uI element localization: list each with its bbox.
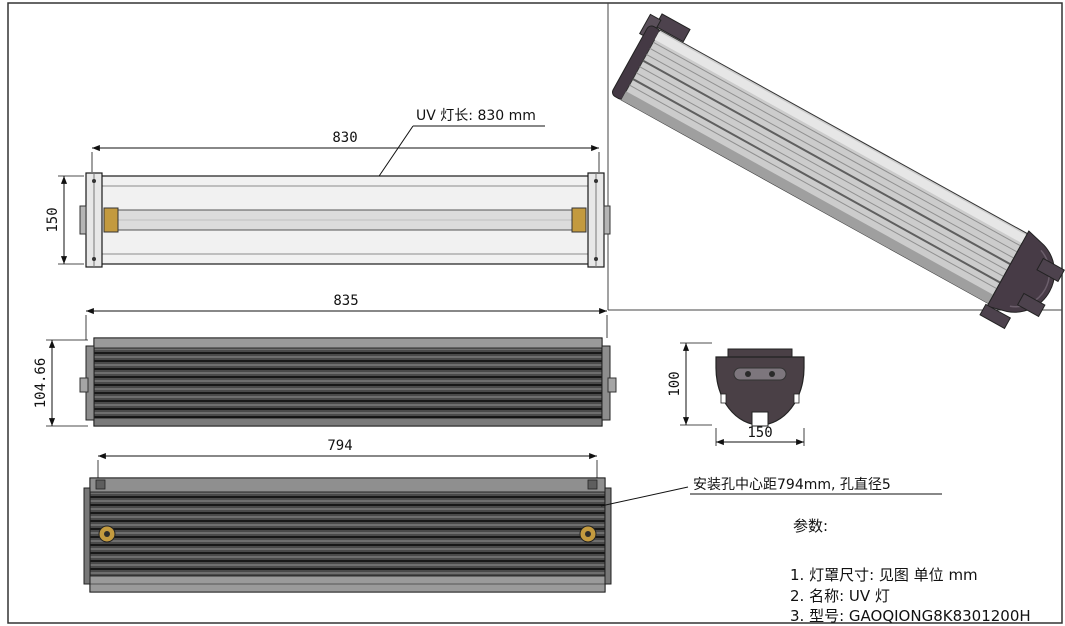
parameter-item-1: 1. 灯罩尺寸: 见图 单位 mm (790, 566, 978, 584)
bottom-end-plate-right (604, 487, 612, 585)
lamp-holder-right (571, 207, 587, 233)
side-height-dimension: 104.66 (33, 339, 88, 427)
parameter-item-3: 3. 型号: GAOQIONG8K8301200H (790, 607, 1031, 625)
parameter-item-2: 2. 名称: UV 灯 (790, 587, 890, 605)
mounting-hole-right (579, 525, 597, 543)
end-section-view: 100 150 (667, 342, 805, 446)
side-view: 835 104.66 (33, 293, 617, 427)
uv-length-annotation: UV 灯长: 830 mm (351, 108, 545, 217)
section-height-dimension: 100 (667, 342, 712, 426)
section-width-dimension: 150 (715, 425, 805, 446)
side-pin-right (607, 377, 617, 393)
mounting-hole-annotation-text: 安装孔中心距794mm, 孔直径5 (693, 476, 891, 493)
front-view: 830 UV 灯长: 830 mm (45, 108, 611, 268)
bottom-end-plate-left (83, 487, 91, 585)
side-view-body (79, 337, 617, 427)
parameters-title: 参数: (793, 517, 828, 535)
front-view-body (79, 172, 611, 268)
bottom-view: 794 安装孔中心距794mm, 孔直径5 (83, 438, 942, 593)
dim-794-label: 794 (327, 438, 352, 454)
dim-835-label: 835 (333, 293, 358, 309)
mounting-hole-left (98, 525, 116, 543)
section-top-bracket (727, 348, 793, 358)
bottom-length-dimension: 794 (97, 438, 598, 478)
lamp-holder-left (103, 207, 119, 233)
dim-104-66-label: 104.66 (33, 358, 49, 409)
section-bottom-notch (751, 411, 769, 427)
front-end-cap-left (79, 172, 103, 268)
iso-body (620, 29, 1029, 305)
section-housing (715, 348, 805, 427)
dim-150-height-label: 150 (45, 207, 61, 232)
side-pin-left (79, 377, 89, 393)
bottom-view-body (83, 477, 612, 593)
isometric-view (612, 13, 1065, 330)
mounting-hole-annotation: 安装孔中心距794mm, 孔直径5 (600, 476, 942, 507)
side-length-dimension: 835 (85, 293, 608, 340)
dim-150-width-label: 150 (747, 425, 772, 441)
section-inner-slot (733, 367, 787, 381)
iso-brackets-near (979, 257, 1065, 330)
uv-length-annotation-text: UV 灯长: 830 mm (416, 108, 536, 124)
front-height-dimension: 150 (45, 175, 84, 265)
parameters-block: 参数: 1. 灯罩尺寸: 见图 单位 mm 2. 名称: UV 灯 3. 型号:… (790, 517, 1031, 625)
dim-830-label: 830 (332, 130, 357, 146)
front-end-cap-right (587, 172, 611, 268)
dim-100-label: 100 (667, 371, 683, 396)
front-length-dimension: 830 (91, 130, 600, 172)
